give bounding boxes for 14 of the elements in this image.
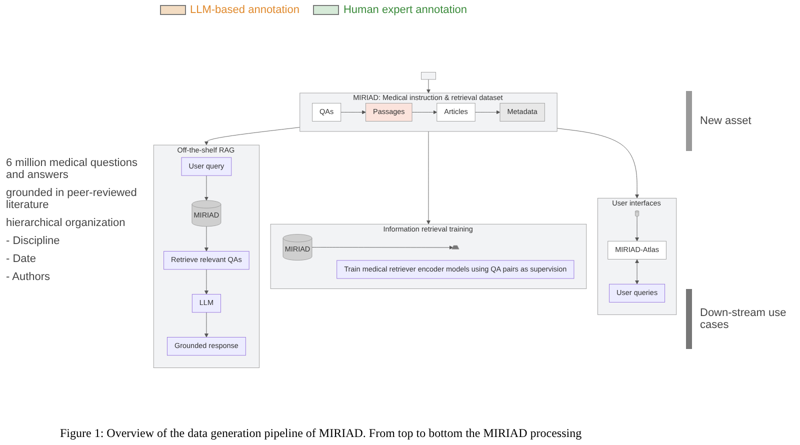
list-item: - Authors: [6, 271, 52, 283]
caption: Figure 1: Overview of the data generation pipeline of MIRIAD. From top to bottom the MIRIAD processing: [60, 426, 583, 441]
node-box: [421, 72, 436, 80]
legend-text: Human expert annotation: [343, 4, 467, 16]
band-label: New asset: [686, 91, 794, 151]
legend-text: LLM-based annotation: [190, 4, 300, 16]
list-item: - Date: [6, 253, 37, 265]
side-note: grounded in peer-reviewed literature: [6, 187, 138, 211]
side-note: 6 million medical questions and answers: [6, 157, 138, 181]
band-label: Down-stream use cases: [686, 289, 794, 349]
list-item: - Discipline: [6, 235, 61, 247]
side-note: hierarchical organization: [6, 217, 126, 229]
node-trapezoid: [452, 245, 460, 250]
node-cylinder: [635, 210, 640, 216]
